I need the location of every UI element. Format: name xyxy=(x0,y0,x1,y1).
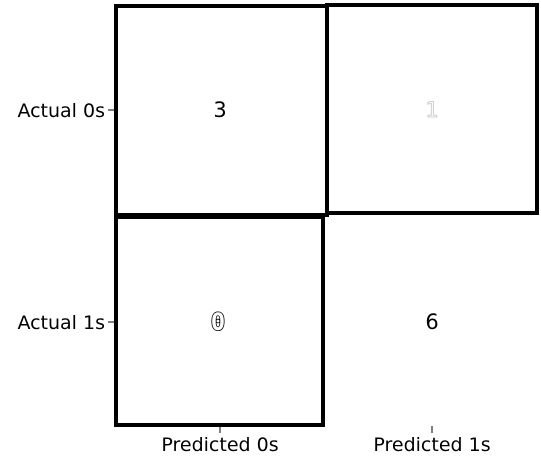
cell-value-actual1-pred0: 0 xyxy=(211,308,225,336)
cell-box-actual1-pred0 xyxy=(114,215,325,427)
cell-box-actual0-pred1 xyxy=(325,3,539,215)
y-tick-label: Actual 1s xyxy=(17,312,105,334)
x-tick-label: Predicted 0s xyxy=(161,434,278,456)
cell-value-actual1-pred1: 6 xyxy=(425,310,438,334)
y-tick-label: Actual 0s xyxy=(17,100,105,122)
cell-value-actual0-pred1: 1 xyxy=(425,98,438,122)
cell-value-actual0-pred0: 3 xyxy=(213,98,226,122)
x-tick-label: Predicted 1s xyxy=(373,434,490,456)
